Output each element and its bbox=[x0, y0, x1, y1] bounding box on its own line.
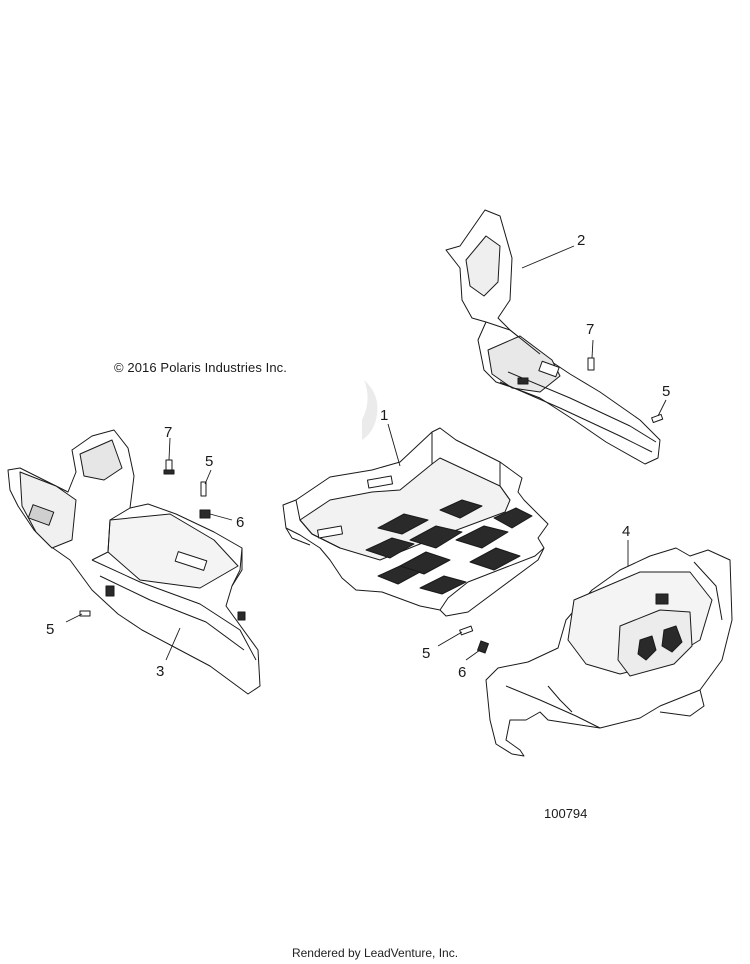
callouts: 1 2 3 4 5 5 5 5 6 6 7 7 bbox=[46, 232, 670, 681]
callout-5-right: 5 bbox=[662, 383, 670, 400]
callout-7-left: 7 bbox=[164, 424, 172, 441]
callout-3: 3 bbox=[156, 663, 164, 680]
watermark-logo bbox=[362, 380, 378, 440]
part-4-rear-panel bbox=[486, 548, 732, 756]
callout-6-left: 6 bbox=[236, 514, 244, 531]
fastener-5-center bbox=[459, 625, 474, 636]
fastener-7-left bbox=[163, 459, 175, 475]
fastener-5-right bbox=[651, 413, 664, 424]
floor-tread-pattern bbox=[366, 500, 532, 594]
leader-lines bbox=[65, 245, 667, 661]
figure-number: 100794 bbox=[544, 806, 588, 821]
fastener-7-right bbox=[587, 357, 595, 371]
callout-7-right: 7 bbox=[586, 321, 594, 338]
fastener-3-bolt bbox=[237, 611, 246, 621]
footer-credit: Rendered by LeadVenture, Inc. bbox=[291, 946, 459, 960]
callout-5-left-lower: 5 bbox=[46, 621, 54, 638]
fastener-6-center bbox=[477, 640, 489, 654]
callout-4: 4 bbox=[622, 523, 630, 540]
callout-6-center: 6 bbox=[458, 664, 466, 681]
callout-5-center: 5 bbox=[422, 645, 430, 662]
part-1-floor-tray bbox=[283, 428, 548, 616]
callout-5-left-upper: 5 bbox=[205, 453, 213, 470]
callout-2: 2 bbox=[577, 232, 585, 249]
fastener-6-left bbox=[199, 509, 211, 519]
part-2-side-panel-right bbox=[446, 210, 660, 464]
copyright-notice: © 2016 Polaris Industries Inc. bbox=[114, 360, 287, 375]
fastener-5-left-upper bbox=[200, 481, 207, 497]
fastener-5-left-lower bbox=[79, 610, 91, 617]
part-3-side-panel-left bbox=[8, 430, 260, 694]
callout-1: 1 bbox=[380, 407, 388, 424]
